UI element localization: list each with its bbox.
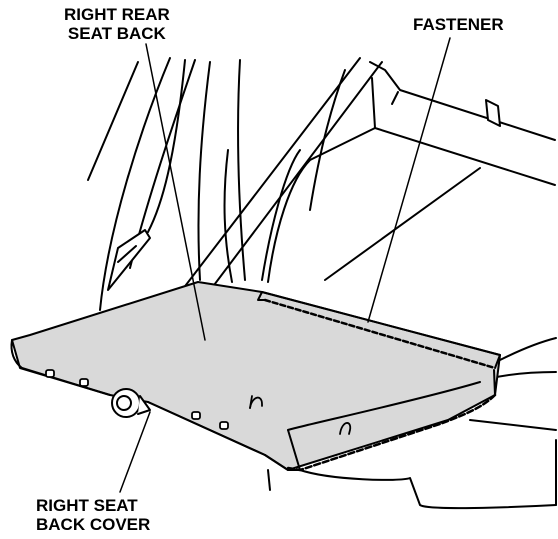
- leader-right-rear-seat-back: [145, 43, 206, 341]
- cover-clips: [249, 395, 352, 435]
- cover-holes: [45, 369, 229, 430]
- label-right-seat-back-cover: RIGHT SEAT BACK COVER: [36, 496, 150, 534]
- label-fastener-text: FASTENER: [413, 15, 504, 34]
- belt-buckle-knob: [111, 388, 151, 418]
- label-right-rear-line2: SEAT BACK: [67, 24, 166, 43]
- seat-back-cover: [10, 281, 501, 472]
- leader-lines: [119, 37, 451, 493]
- label-right-rear-line1: RIGHT REAR: [64, 5, 170, 24]
- label-right-rear-seat-back: RIGHT REAR SEAT BACK: [64, 5, 170, 43]
- seat-cushion-edge: [267, 337, 557, 510]
- label-fastener: FASTENER: [413, 15, 504, 34]
- center-seat-back-frame: [261, 61, 556, 283]
- leader-fastener: [367, 37, 451, 323]
- label-cover-line1: RIGHT SEAT: [36, 496, 138, 515]
- seat-belt: [107, 59, 186, 291]
- leader-right-seat-back-cover: [119, 411, 151, 493]
- label-cover-line2: BACK COVER: [36, 515, 151, 534]
